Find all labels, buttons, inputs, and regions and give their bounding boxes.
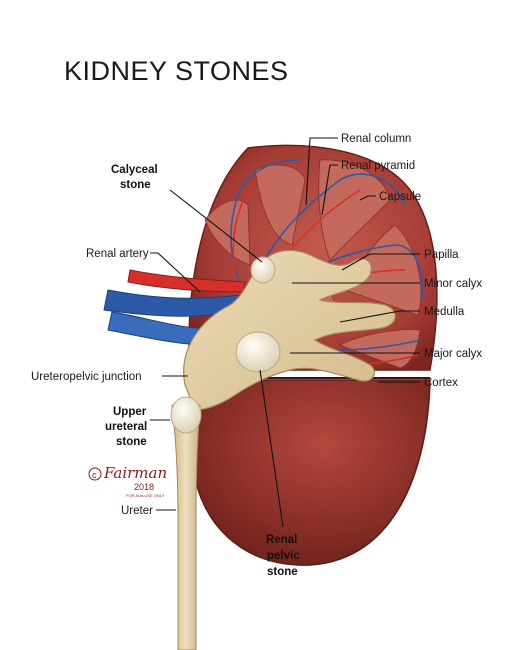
ureter (171, 404, 201, 650)
signature-note: FOR AUA USE ONLY (126, 493, 165, 498)
label-calyceal-stone-line1: Calyceal (111, 164, 158, 176)
label-renal-column: Renal column (341, 133, 411, 145)
label-minor-calyx: Minor calyx (424, 278, 482, 290)
renal-pyramids (204, 159, 422, 369)
label-upper-ureteral-stone-line2: ureteral (105, 421, 147, 433)
label-renal-pelvic-stone-line2: pelvic (267, 550, 300, 562)
leader-lines (150, 137, 420, 528)
signature-name: Fairman (103, 464, 167, 482)
artist-signature: c Fairman 2018 FOR AUA USE ONLY (88, 464, 167, 498)
label-capsule: Capsule (379, 191, 421, 203)
label-calyceal-stone-line2: stone (120, 179, 151, 191)
renal-pelvic-stone (235, 331, 281, 373)
kidney-lower-surface (191, 379, 431, 566)
label-renal-pelvic-stone-line1: Renal (266, 534, 297, 546)
label-cortex: Cortex (424, 377, 458, 389)
label-papilla: Papilla (424, 249, 459, 261)
label-major-calyx: Major calyx (424, 348, 482, 360)
signature-year: 2018 (134, 482, 154, 492)
svg-text:c: c (92, 470, 97, 480)
upper-ureteral-stone (170, 396, 202, 434)
label-renal-pelvic-stone-line3: stone (267, 566, 298, 578)
label-ureter: Ureter (121, 505, 153, 517)
calyceal-stone (250, 256, 276, 284)
label-upper-ureteral-stone-line3: stone (116, 436, 147, 448)
page-title: KIDNEY STONES (64, 56, 289, 86)
label-ureteropelvic-junction: Ureteropelvic junction (31, 371, 142, 383)
label-upper-ureteral-stone-line1: Upper (113, 406, 147, 418)
label-medulla: Medulla (424, 306, 465, 318)
label-renal-artery: Renal artery (86, 248, 149, 260)
label-renal-pyramid: Renal pyramid (341, 160, 415, 172)
